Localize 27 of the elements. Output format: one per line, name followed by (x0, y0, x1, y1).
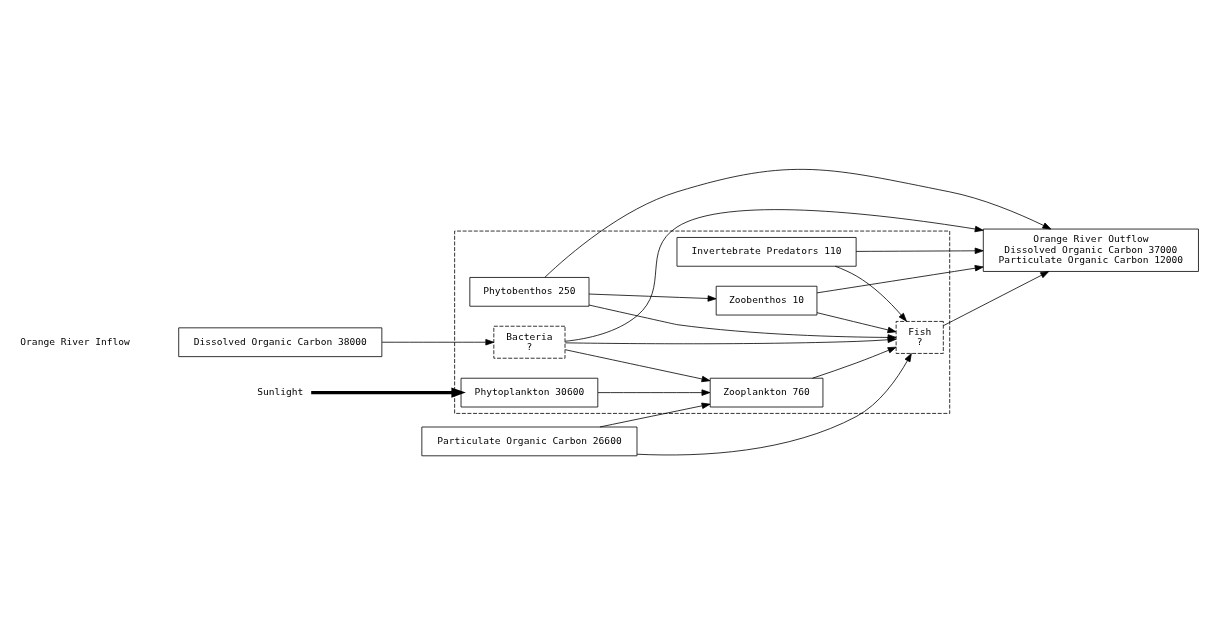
node-box: Zooplankton 760 (709, 377, 824, 407)
arrow (816, 264, 984, 293)
node-box: Phytoplankton 30600 (460, 377, 599, 407)
arrow (816, 311, 897, 333)
arrow (544, 168, 1052, 278)
arrow (636, 352, 912, 455)
arrow (588, 293, 717, 302)
arrow (564, 348, 711, 382)
arrow (943, 270, 1050, 326)
arrow (381, 338, 495, 345)
arrow (564, 336, 897, 344)
node-box: Bacteria ? (493, 325, 566, 359)
node-box: Zoobenthos 10 (715, 285, 818, 315)
node-text: Sunlight (257, 385, 304, 397)
node-box: Dissolved Organic Carbon 38000 (178, 326, 383, 357)
label: Orange River Inflow (20, 335, 130, 347)
arrow (834, 265, 907, 322)
node-box: Orange River Outflow Dissolved Organic Carbon 37000 Particulate Organic Carbon 12000 (982, 228, 1199, 272)
node-box: Particulate Organic Carbon 26600 (421, 426, 638, 456)
node-box: Invertebrate Predators 110 (676, 236, 857, 267)
cluster (454, 230, 951, 414)
node-box: Phytobenthos 250 (469, 276, 590, 307)
node-box: Fish ? (895, 320, 944, 354)
arrow (597, 388, 711, 396)
arrow (812, 346, 897, 379)
arrow (311, 387, 466, 398)
arrow (855, 247, 984, 254)
